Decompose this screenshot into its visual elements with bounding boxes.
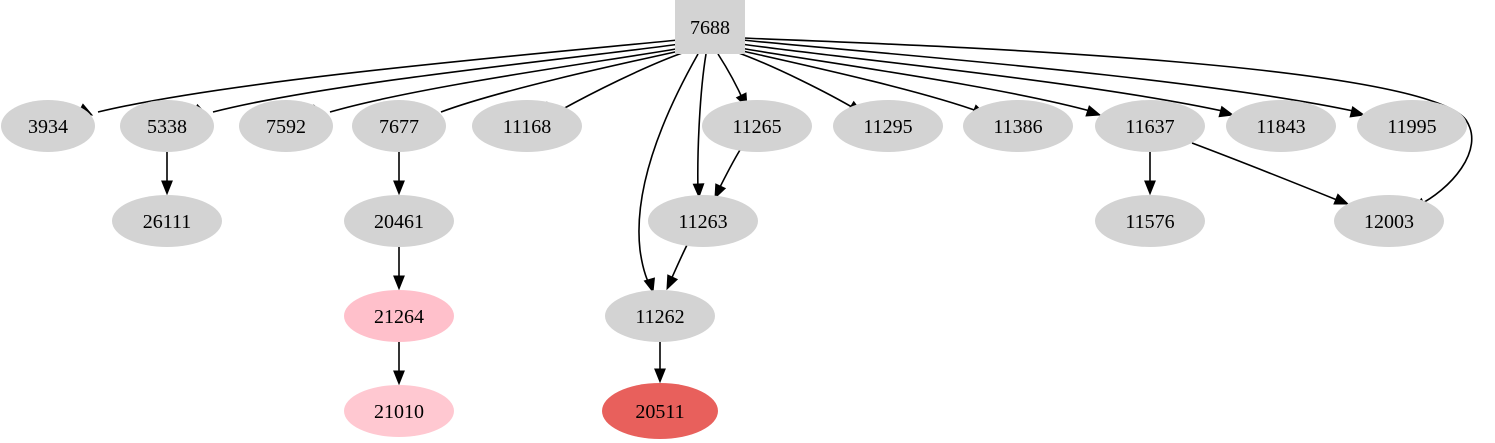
node-shape[interactable] xyxy=(1095,195,1205,247)
graph-node-21010[interactable]: 21010 xyxy=(344,385,454,437)
graph-edge xyxy=(393,342,405,386)
graph-node-5338[interactable]: 5338 xyxy=(120,100,214,152)
node-shape[interactable] xyxy=(344,385,454,437)
graph-edge xyxy=(1144,152,1156,196)
graph-node-11843[interactable]: 11843 xyxy=(1226,100,1336,152)
node-shape[interactable] xyxy=(120,100,214,152)
node-label: 5338 xyxy=(147,116,187,138)
graph-edge xyxy=(1191,142,1350,205)
node-shape[interactable] xyxy=(648,195,758,247)
graph-edge xyxy=(161,152,173,196)
node-shape[interactable] xyxy=(1357,100,1467,152)
node-label: 7677 xyxy=(379,116,419,138)
node-shape[interactable] xyxy=(602,383,718,439)
node-shape[interactable] xyxy=(344,290,454,342)
graph-node-7677[interactable]: 7677 xyxy=(352,100,446,152)
node-label: 11262 xyxy=(635,306,684,328)
graph-edge xyxy=(739,47,1102,117)
graph-node-11262[interactable]: 11262 xyxy=(605,290,715,342)
node-label: 11995 xyxy=(1387,116,1436,138)
edges-layer xyxy=(77,37,1473,386)
graph-node-11265[interactable]: 11265 xyxy=(702,100,812,152)
graph-node-11576[interactable]: 11576 xyxy=(1095,195,1205,247)
graph-node-11263[interactable]: 11263 xyxy=(648,195,758,247)
node-shape[interactable] xyxy=(1,100,95,152)
node-shape[interactable] xyxy=(675,0,745,54)
node-label: 11263 xyxy=(678,211,727,233)
graph-edge xyxy=(714,149,741,200)
graph-edge xyxy=(717,53,748,109)
graph-node-11637[interactable]: 11637 xyxy=(1095,100,1205,152)
node-shape[interactable] xyxy=(963,100,1073,152)
node-shape[interactable] xyxy=(112,195,222,247)
node-label: 11637 xyxy=(1125,116,1174,138)
graph-node-12003[interactable]: 12003 xyxy=(1334,195,1444,247)
graph-node-3934[interactable]: 3934 xyxy=(1,100,95,152)
node-label: 11168 xyxy=(503,116,552,138)
graph-node-20511[interactable]: 20511 xyxy=(602,383,718,439)
node-label: 7688 xyxy=(690,17,730,39)
node-label: 3934 xyxy=(28,116,68,138)
node-label: 20461 xyxy=(374,211,424,233)
graph-edge xyxy=(741,39,1366,118)
graph-edge xyxy=(666,244,688,291)
node-label: 11295 xyxy=(863,116,912,138)
node-label: 21264 xyxy=(374,306,424,328)
node-shape[interactable] xyxy=(605,290,715,342)
graph-edge xyxy=(638,53,699,294)
graph-edge xyxy=(541,51,686,114)
node-shape[interactable] xyxy=(352,100,446,152)
graph-edge xyxy=(393,152,405,196)
node-label: 11386 xyxy=(993,116,1042,138)
graph-node-26111[interactable]: 26111 xyxy=(112,195,222,247)
graph-edge xyxy=(393,247,405,291)
node-label: 20511 xyxy=(635,401,684,423)
node-label: 11576 xyxy=(1125,211,1174,233)
node-shape[interactable] xyxy=(1334,195,1444,247)
graph-node-20461[interactable]: 20461 xyxy=(344,195,454,247)
nodes-layer: 7688 3934 5338 7592 7677 11168 11265 11295 11386… xyxy=(1,0,1467,439)
node-shape[interactable] xyxy=(239,100,333,152)
node-shape[interactable] xyxy=(1095,100,1205,152)
node-shape[interactable] xyxy=(472,100,582,152)
node-label: 26111 xyxy=(143,211,192,233)
node-label: 12003 xyxy=(1364,211,1414,233)
node-label: 11265 xyxy=(732,116,781,138)
graph-node-11295[interactable]: 11295 xyxy=(833,100,943,152)
graph-node-11995[interactable]: 11995 xyxy=(1357,100,1467,152)
node-label: 21010 xyxy=(374,401,424,423)
node-shape[interactable] xyxy=(1226,100,1336,152)
node-shape[interactable] xyxy=(702,100,812,152)
graph-node-7592[interactable]: 7592 xyxy=(239,100,333,152)
node-label: 7592 xyxy=(266,116,306,138)
graph-node-11386[interactable]: 11386 xyxy=(963,100,1073,152)
node-shape[interactable] xyxy=(833,100,943,152)
graph-node-21264[interactable]: 21264 xyxy=(344,290,454,342)
graph-edge xyxy=(654,342,666,384)
graph-node-7688[interactable]: 7688 xyxy=(675,0,745,54)
node-shape[interactable] xyxy=(344,195,454,247)
graph-edge xyxy=(692,53,707,199)
graph-node-11168[interactable]: 11168 xyxy=(472,100,582,152)
graph-edge xyxy=(740,43,1235,118)
node-label: 11843 xyxy=(1256,116,1305,138)
